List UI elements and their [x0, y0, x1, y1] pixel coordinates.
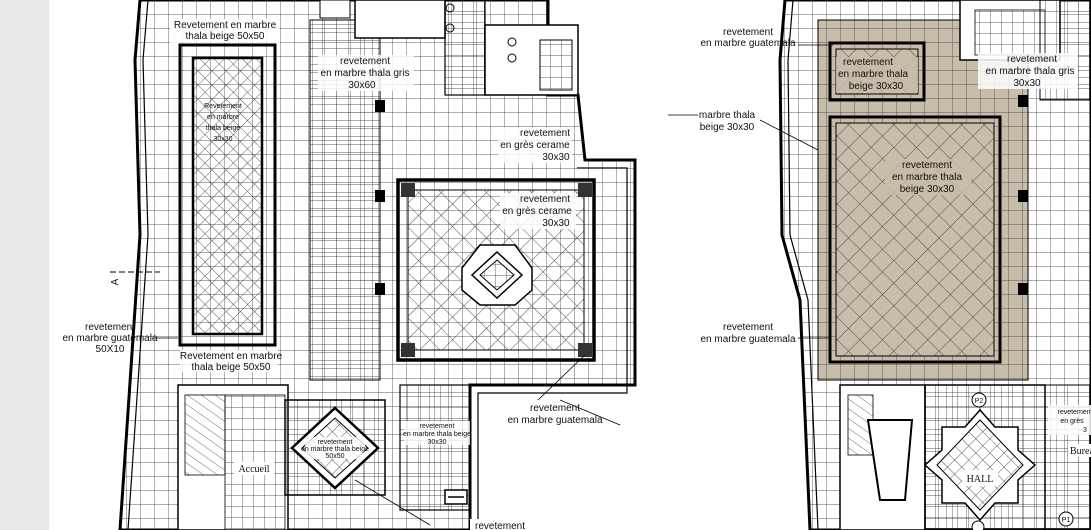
label-gres-right-1: revetement — [520, 128, 570, 139]
label-gres-1: revetement — [1057, 409, 1091, 416]
label-gres-2: en grès — [1060, 418, 1084, 425]
label-small-rect-2: en marbre thala — [838, 69, 908, 80]
label-small-rect-3: beige 30x30 — [849, 81, 904, 92]
label-thala-1: marbre thala — [699, 110, 756, 121]
label-hall: HALL — [967, 474, 994, 485]
label-small-a-1: revetement — [317, 439, 352, 446]
label-p1: P1 — [1062, 517, 1071, 524]
label-gres-court-3: 30x30 — [542, 218, 570, 229]
label-guat-left-1: revetement — [85, 322, 135, 333]
label-guat-top-1: revetement — [723, 27, 773, 38]
label-big-rect-2: en marbre thala — [892, 172, 962, 183]
label-marbre-bottom-1: Revetement en marbre — [180, 351, 283, 362]
label-grey-1: revetement — [340, 56, 390, 67]
label-guat-left-2: en marbre guatemala — [62, 333, 157, 344]
label-small-a-2: en marbre thala beige — [301, 446, 369, 453]
left-top-block — [354, 0, 446, 39]
label-big-rect-1: revetement — [902, 160, 952, 171]
label-gres-right-2: en grès cerame — [500, 140, 570, 151]
label-grey-3: 30x60 — [348, 80, 376, 91]
label-small-b-1: revetement — [419, 423, 454, 430]
label-cut-mark: A — [110, 278, 121, 285]
drawing-sheet: Revetement en marbre thala beige 50x50 r… — [49, 0, 1091, 530]
label-p2: P2 — [975, 398, 984, 405]
label-small-b-2: en marbre thala beige — [403, 431, 471, 438]
left-pool-inner — [191, 56, 264, 336]
label-gres-court-1: revetement — [520, 194, 570, 205]
label-pool-1: Revetement — [204, 103, 242, 110]
label-marbre-top-1: Revetement en marbre — [174, 20, 277, 31]
label-gres-right-3: 30x30 — [542, 152, 570, 163]
right-big-rect — [835, 122, 995, 357]
label-guat-left-3: 50X10 — [96, 344, 125, 355]
label-guat-mid-1: revetement — [723, 322, 773, 333]
label-guat-mid-2: en marbre guatemala — [700, 334, 795, 345]
label-marbre-bottom-2: thala beige 50x50 — [192, 362, 271, 373]
label-small-a-3: 50x50 — [325, 453, 344, 460]
label-gris-3: 30x30 — [1013, 78, 1041, 89]
left-courtyard-outer — [396, 178, 596, 362]
label-gres-3: 3 — [1083, 427, 1087, 434]
left-pool-outer — [178, 43, 277, 347]
label-gris-1: revetement — [1007, 54, 1057, 65]
label-big-rect-3: beige 30x30 — [900, 184, 955, 195]
label-accueil: Accueil — [238, 464, 269, 475]
right-plan-labels: revetement en marbre guatemala marbre th… — [699, 27, 1091, 524]
label-grey-2: en marbre thala gris — [321, 68, 410, 79]
label-thala-2: beige 30x30 — [700, 122, 755, 133]
label-pool-3: thala beige — [206, 125, 240, 132]
left-plan-labels: Revetement en marbre thala beige 50x50 r… — [62, 19, 603, 530]
label-pool-4: 30x30 — [213, 136, 232, 143]
label-bottom-cut: revetement — [475, 521, 525, 530]
label-pool-2: en marbre — [207, 114, 239, 121]
label-gris-2: en marbre thala gris — [986, 66, 1075, 77]
label-small-rect-1: revetement — [843, 57, 893, 68]
label-gres-court-2: en grès cerame — [502, 206, 572, 217]
right-small-rect-outer — [828, 41, 926, 102]
hall-star-motif — [923, 408, 1037, 522]
floor-plan-drawing: Revetement en marbre thala beige 50x50 r… — [62, 0, 1091, 530]
label-guat-bottom-2: en marbre guatemala — [507, 415, 602, 426]
label-bureau: Bureau — [1070, 446, 1091, 457]
label-marbre-top-2: thala beige 50x50 — [186, 31, 265, 42]
label-guat-bottom-1: revetement — [530, 403, 580, 414]
courtyard-octagon-motif — [461, 244, 533, 306]
right-big-rect-outer — [828, 115, 1002, 364]
label-guat-top-2: en marbre guatemala — [700, 38, 795, 49]
label-small-b-3: 30x30 — [427, 439, 446, 446]
